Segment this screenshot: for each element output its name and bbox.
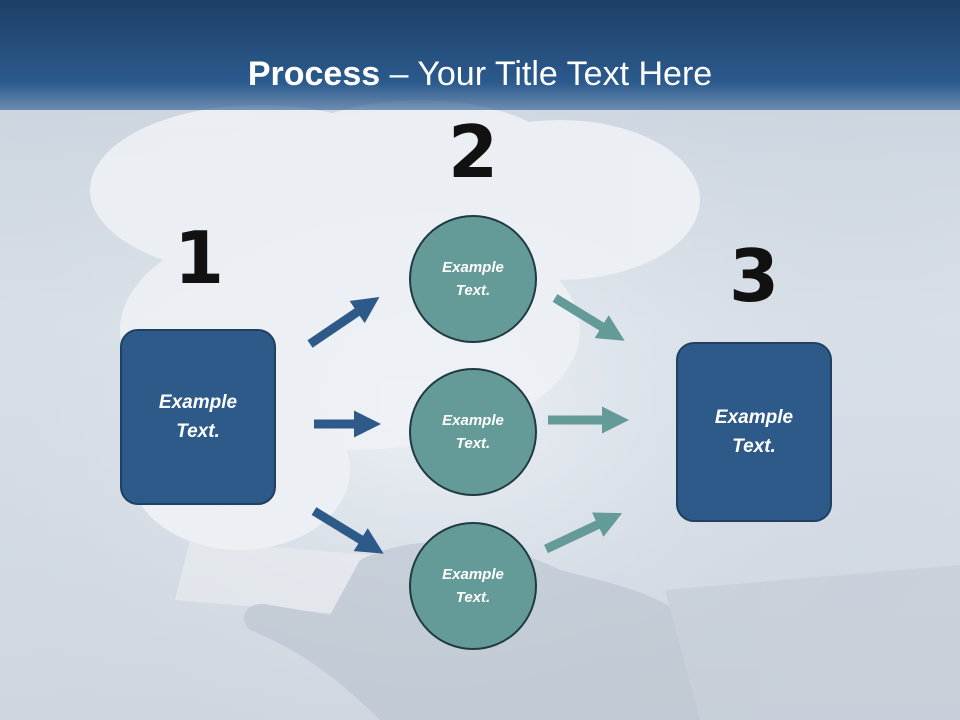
step-2-circle-top: Example Text.	[409, 215, 537, 343]
arrow-2-bottom-to-3	[544, 512, 623, 554]
title-bold: Process	[247, 55, 381, 93]
step-2-circle-bottom: Example Text.	[409, 522, 537, 650]
step-1-box: Example Text.	[120, 329, 276, 505]
step-1-number: 1	[173, 216, 225, 300]
step-2-number: 2	[447, 110, 499, 194]
step-2-label-bottom: Example Text.	[442, 566, 504, 606]
arrow-1-to-2-bottom	[311, 507, 384, 554]
step-2-label-middle: Example Text.	[442, 412, 504, 452]
page-title: Process – Your Title Text Here	[0, 52, 960, 96]
arrow-1-to-2-top	[307, 296, 380, 348]
step-3-label: Example Text.	[714, 407, 794, 457]
step-3-box: Example Text.	[676, 342, 832, 522]
title-rest: – Your Title Text Here	[380, 55, 713, 93]
step-2-circle-middle: Example Text.	[409, 368, 537, 496]
header-band	[0, 0, 960, 110]
step-3-number: 3	[728, 234, 780, 318]
step-2-label-top: Example Text.	[442, 259, 504, 299]
arrow-2-top-to-3	[552, 294, 625, 341]
step-1-label: Example Text.	[158, 392, 238, 442]
